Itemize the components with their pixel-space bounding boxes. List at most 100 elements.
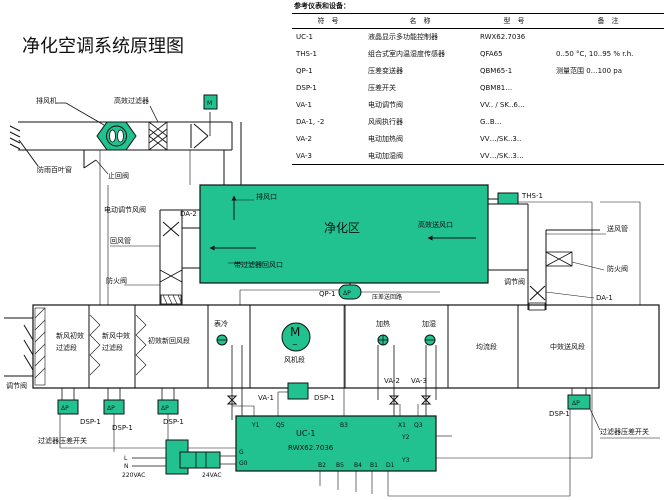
table-row: VA-2 电动加热阀 VV…/SK..3.. bbox=[292, 131, 664, 148]
valve-va3 bbox=[420, 395, 432, 405]
section-primary-return: 初效新回风段 bbox=[148, 336, 190, 345]
leader-line bbox=[65, 102, 105, 126]
clean-zone bbox=[199, 184, 489, 284]
section-fresh-medium-l1: 新风中效 bbox=[102, 331, 130, 340]
leader-line bbox=[149, 105, 159, 123]
terminal-q5: Q5 bbox=[276, 422, 285, 429]
filter-hatch-3 bbox=[135, 314, 147, 376]
fire-damper-left-label: 防火阀 bbox=[106, 276, 127, 285]
da2-label: DA-2 bbox=[180, 210, 197, 218]
va1-label: VA-1 bbox=[258, 394, 274, 402]
svg-text:ΔP: ΔP bbox=[107, 405, 115, 412]
fire-damper-right bbox=[545, 251, 573, 267]
exhaust-outlet-label: 排风口 bbox=[256, 192, 277, 201]
transformer-icon bbox=[165, 439, 221, 475]
table-cell: DSP-1 bbox=[296, 84, 317, 92]
section-medium-supply: 中效送风段 bbox=[550, 342, 585, 351]
filtered-return-label: 带过滤器回风口 bbox=[234, 260, 283, 269]
table-cell: RWX62.7036 bbox=[480, 33, 526, 42]
ths1-sensor bbox=[497, 192, 519, 205]
exhaust-fan-label: 排风机 bbox=[36, 96, 57, 105]
return-grille bbox=[160, 294, 182, 305]
svg-text:ΔP: ΔP bbox=[572, 400, 580, 407]
va2-label: VA-2 bbox=[384, 377, 400, 385]
return-grille-hatch bbox=[162, 294, 182, 305]
va3-label: VA-3 bbox=[411, 377, 427, 385]
exhaust-fan bbox=[96, 121, 137, 151]
motor-icon bbox=[281, 322, 311, 352]
valve-va2 bbox=[388, 395, 400, 405]
filter-dp-switch-right-label: 过滤器压差开关 bbox=[600, 427, 649, 436]
power-l-label: L bbox=[124, 455, 128, 462]
leader-line bbox=[571, 261, 605, 271]
hepa-filter-label: 高效过滤器 bbox=[114, 96, 149, 105]
table-row: QP-1 压差变送器 QBM65-1 测量范围 0…100 pa bbox=[292, 63, 664, 80]
header-model: 型 号 bbox=[503, 17, 525, 25]
power-n-label: N bbox=[124, 463, 129, 470]
terminal-x1: X1 bbox=[398, 422, 406, 429]
dp-pipe-label: 压差送回路 bbox=[372, 293, 402, 301]
filter-hatch-2 bbox=[89, 314, 101, 376]
dp-taps bbox=[61, 388, 175, 400]
section-fan: 风机段 bbox=[284, 355, 305, 364]
filter-hatch-1 bbox=[34, 307, 46, 386]
table-cell: G..B… bbox=[480, 118, 502, 126]
fan-icon bbox=[109, 129, 124, 143]
fire-damper-right-label: 防火阀 bbox=[607, 264, 628, 273]
clean-zone-label: 净化区 bbox=[324, 221, 360, 235]
dsp1-label-1: DSP-1 bbox=[80, 418, 101, 426]
dsp1-label-3: DSP-1 bbox=[163, 418, 184, 426]
dp-switch-3: ΔP bbox=[157, 399, 179, 415]
table-cell: VA-3 bbox=[296, 151, 312, 160]
table-cell: VV.. / SK..6… bbox=[480, 101, 525, 109]
leader-line bbox=[545, 291, 595, 299]
terminal-b1: B1 bbox=[370, 462, 378, 469]
terminal-b2: B2 bbox=[318, 462, 326, 469]
dp-switch-2: ΔP bbox=[103, 399, 125, 415]
dsp1-label-4: DSP-1 bbox=[549, 410, 570, 418]
motor-damper-label: 电动调节风阀 bbox=[104, 205, 146, 214]
terminal-b5: B5 bbox=[336, 462, 344, 469]
terminal-g0: G0 bbox=[239, 460, 248, 467]
ahu-dividers bbox=[88, 305, 519, 388]
fan-motor-tilde: ~ bbox=[292, 341, 298, 349]
supply-grille bbox=[528, 302, 546, 311]
header-name: 名 称 bbox=[409, 17, 431, 25]
return-duct bbox=[159, 209, 200, 305]
fire-damper-left bbox=[159, 269, 183, 283]
dsp1-label-2: DSP-1 bbox=[112, 424, 133, 432]
page-title: 净化空调系统原理图 bbox=[22, 36, 184, 57]
hepa-supply-outlet-label: 高效送风口 bbox=[418, 220, 453, 229]
table-cell: QBM65-1 bbox=[480, 67, 513, 75]
v24-label: 24VAC bbox=[202, 472, 222, 479]
table-cell: DA-1, -2 bbox=[296, 118, 325, 126]
rain-louver-label: 防雨百叶窗 bbox=[37, 165, 72, 174]
table-cell: 测量范围 0…100 pa bbox=[556, 67, 622, 75]
section-fresh-primary-l1: 新风初效 bbox=[56, 331, 84, 340]
leader-line bbox=[589, 408, 601, 431]
section-fresh-medium-l2: 过滤段 bbox=[102, 343, 123, 352]
controller-uc1 bbox=[235, 415, 437, 472]
reg-valve-left-label: 调节阀 bbox=[6, 381, 27, 390]
qp1-label: QP-1 bbox=[319, 290, 336, 298]
rain-louver bbox=[9, 125, 39, 167]
svg-text:ΔP: ΔP bbox=[61, 405, 69, 412]
qp1-delta-p: ΔP bbox=[343, 290, 351, 297]
table-cell: 液晶显示多功能控制器 bbox=[368, 33, 438, 42]
table-cell: 压差开关 bbox=[368, 84, 396, 92]
fan-motor-m: M bbox=[290, 325, 300, 339]
table-cell: QP-1 bbox=[296, 67, 313, 75]
signal-runs bbox=[99, 150, 641, 305]
ths1-label: THS-1 bbox=[521, 192, 543, 200]
table-cell: 组合式室内温湿度传感器 bbox=[368, 50, 445, 58]
table-row: THS-1 组合式室内温湿度传感器 QFA65 0..50 °C, 10..95… bbox=[292, 46, 664, 63]
header-symbol: 符 号 bbox=[317, 17, 339, 25]
terminal-y2: Y2 bbox=[401, 434, 410, 441]
table-header-row: 符 号 名 称 型 号 备 注 bbox=[292, 13, 664, 29]
svg-text:ΔP: ΔP bbox=[161, 405, 169, 412]
return-duct-label: 回风管 bbox=[110, 236, 131, 245]
terminal-y3: Y3 bbox=[401, 457, 410, 464]
da1-label: DA-1 bbox=[596, 294, 613, 302]
